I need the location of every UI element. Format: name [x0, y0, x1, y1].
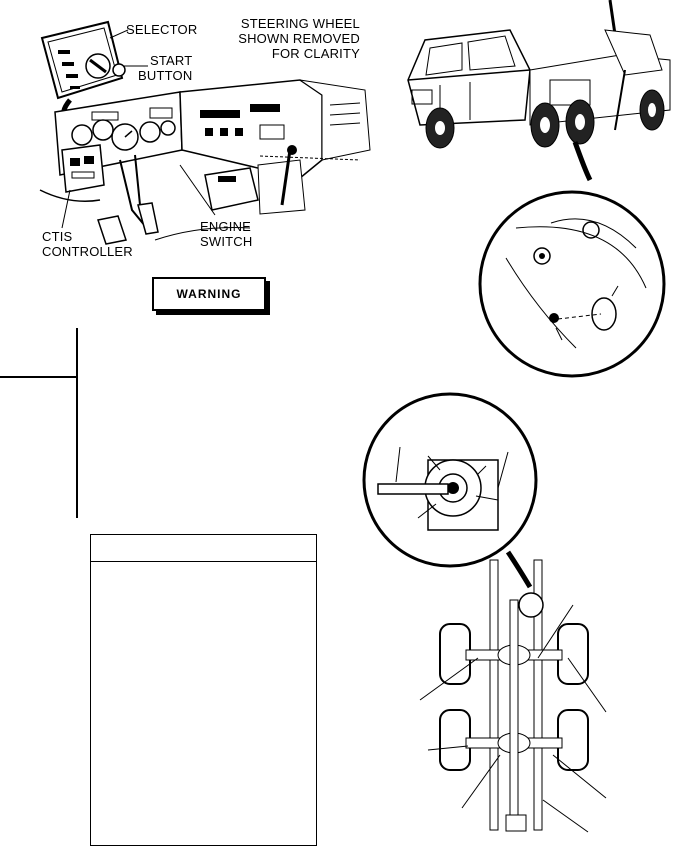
truck-illustration	[407, 0, 671, 182]
cab-dashboard-illustration	[39, 20, 371, 245]
start-button-label-line-1: START	[150, 53, 193, 68]
vertical-rule	[76, 328, 78, 518]
steering-wheel-note: STEERING WHEEL SHOWN REMOVED FOR CLARITY	[220, 16, 360, 61]
ctis-label-line-1: CTIS	[42, 229, 73, 244]
dashboard	[39, 79, 371, 245]
engine-switch-line-1: ENGINE	[200, 219, 252, 234]
steering-note-line-2: SHOWN REMOVED	[238, 31, 360, 46]
selector-label: SELECTOR	[126, 22, 198, 37]
selector-panel	[40, 20, 126, 100]
steering-note-line-3: FOR CLARITY	[271, 46, 360, 61]
hub-detail	[362, 392, 538, 589]
horizontal-rule	[0, 376, 77, 378]
engine-switch-label: ENGINE SWITCH	[200, 219, 252, 249]
start-button-label: START BUTTON	[138, 53, 193, 83]
ctis-label-line-2: CONTROLLER	[42, 244, 133, 259]
warning-box: WARNING	[152, 277, 266, 311]
ctis-controller-label: CTIS CONTROLLER	[42, 229, 133, 259]
start-button-label-line-2: BUTTON	[138, 68, 193, 83]
engine-switch-line-2: SWITCH	[200, 234, 253, 249]
steering-note-line-1: STEERING WHEEL	[240, 16, 360, 31]
text-box	[90, 534, 317, 846]
text-box-header	[91, 535, 316, 562]
warning-label: WARNING	[176, 287, 242, 301]
wheel-valve-detail	[478, 190, 666, 378]
chassis-top-view	[419, 559, 607, 833]
